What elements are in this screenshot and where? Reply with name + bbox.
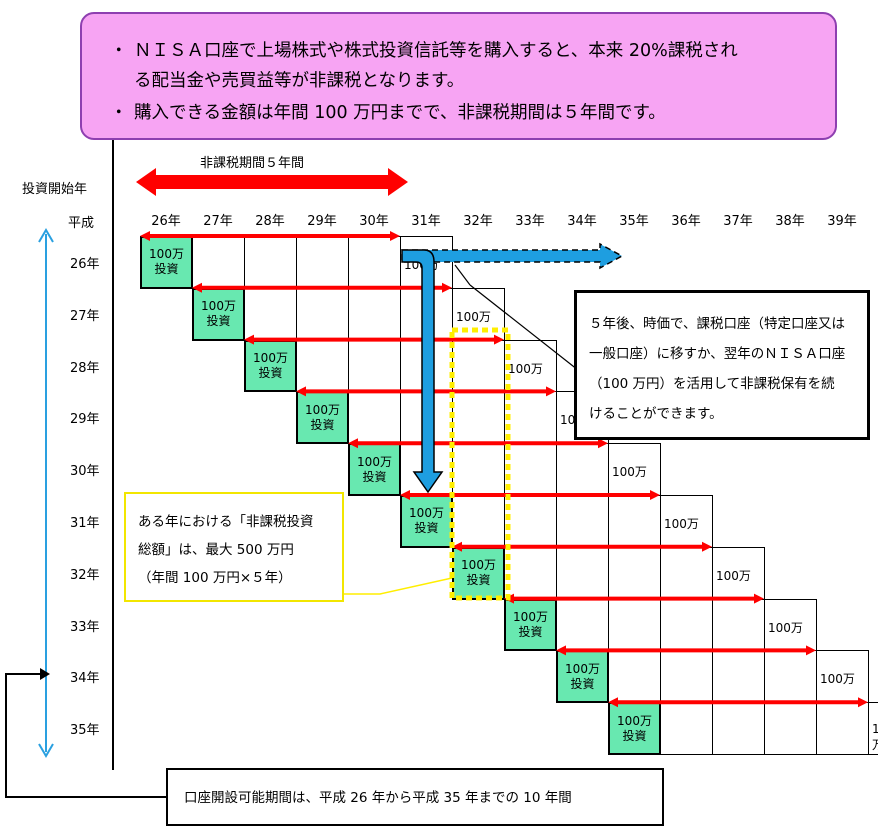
- arrow-head-right: [494, 334, 504, 345]
- arrow-head-right: [598, 438, 608, 449]
- column-label: 30年: [359, 214, 389, 229]
- holding-cell: [504, 546, 557, 600]
- end-value-label: 100万: [456, 309, 491, 324]
- period-label: 非課税期間５年間: [200, 156, 305, 171]
- holding-cell: [868, 702, 878, 755]
- period-double-arrow: [136, 168, 408, 196]
- holding-cell: [608, 443, 661, 496]
- investment-cell: 100万投資: [296, 391, 349, 445]
- arrow-head-left: [608, 697, 618, 708]
- summary-bullet-1: ・ ＮＩＳＡ口座で上場株式や株式投資信託等を購入すると、本来 20%課税され る…: [110, 41, 738, 91]
- column-label: 37年: [723, 214, 753, 229]
- arrow-head-left: [244, 334, 254, 345]
- arrow-head-left: [140, 231, 150, 241]
- holding-cell: [504, 495, 557, 548]
- summary-bullet-2: ・ 購入できる金額は年間 100 万円までで、非課税期間は５年間です。: [110, 103, 666, 123]
- arrow-head-left: [348, 438, 358, 449]
- row-label: 29年: [70, 412, 100, 428]
- arrow-head-left: [400, 490, 410, 500]
- holding-cell: [348, 391, 401, 445]
- era-label: 平成: [68, 216, 95, 231]
- holding-cell: [816, 702, 869, 755]
- callout-connector-start: [454, 264, 471, 286]
- column-label: 32年: [463, 214, 493, 229]
- highlight-connector: [344, 577, 453, 595]
- arrow-head-left: [192, 282, 202, 293]
- y-axis-line: [112, 140, 114, 770]
- investment-cell: 100万投資: [348, 443, 401, 496]
- column-label: 31年: [411, 214, 441, 229]
- arrow-head-right: [858, 697, 868, 708]
- column-label: 33年: [515, 214, 545, 229]
- row-label: 30年: [70, 464, 100, 480]
- row-label: 31年: [70, 516, 100, 531]
- column-label: 28年: [255, 214, 285, 229]
- end-value-label: 100万: [612, 465, 647, 480]
- column-label: 39年: [827, 214, 857, 229]
- row-label: 28年: [70, 360, 100, 376]
- rollover-arrow: [401, 249, 444, 494]
- holding-cell: [244, 236, 297, 289]
- investment-cell: 100万投資: [244, 339, 297, 393]
- holding-cell: [608, 495, 661, 548]
- callout-connector: [469, 284, 579, 371]
- arrow-head-right: [806, 645, 816, 656]
- arrow-head-right: [442, 282, 452, 293]
- row-label: 34年: [70, 671, 100, 687]
- row-label: 35年: [70, 723, 100, 739]
- column-label: 35年: [619, 214, 649, 229]
- period-connector-head: [40, 668, 50, 680]
- arrow-head-right: [702, 541, 712, 552]
- end-value-label: 100万: [872, 722, 878, 752]
- summary-box: ・ ＮＩＳＡ口座で上場株式や株式投資信託等を購入すると、本来 20%課税され る…: [80, 12, 837, 140]
- end-value-label: 100万: [768, 620, 803, 635]
- column-label: 36年: [671, 214, 701, 229]
- row-label: 33年: [70, 619, 100, 635]
- total-limit-callout: ある年における「非課税投資 総額」は、最大 500 万円 （年間 100 万円×…: [124, 492, 344, 602]
- holding-cell: [816, 650, 869, 704]
- highlight-column: [449, 327, 511, 601]
- end-value-label: 100万: [664, 517, 699, 531]
- arrow-head-right: [754, 593, 764, 604]
- arrow-head-left: [452, 541, 462, 552]
- row-label: 27年: [70, 308, 100, 324]
- rollover-callout: ５年後、時価で、課税口座（特定口座又は 一般口座）に移すか、翌年のＮＩＳＡ口座 …: [574, 290, 870, 440]
- transfer-taxable-arrow: [401, 242, 624, 270]
- arrow-head-left: [296, 386, 306, 397]
- account-period-arrow: [38, 228, 54, 758]
- holding-cell: [712, 546, 765, 600]
- column-label: 27年: [203, 214, 233, 229]
- investment-cell: 100万投資: [192, 287, 245, 341]
- arrow-head-right: [546, 386, 556, 397]
- column-label: 34年: [567, 214, 597, 229]
- arrow-head-left: [556, 645, 566, 656]
- end-value-label: 100万: [716, 568, 751, 583]
- row-label: 32年: [70, 567, 100, 583]
- arrow-head-right: [650, 490, 660, 500]
- end-value-label: 100万: [820, 672, 855, 687]
- holding-cell: [712, 598, 765, 652]
- column-label: 38年: [775, 214, 805, 229]
- column-label: 29年: [307, 214, 337, 229]
- account-period-callout: 口座開設可能期間は、平成 26 年から平成 35 年までの 10 年間: [166, 768, 664, 826]
- row-label: 26年: [70, 257, 100, 272]
- start-year-label: 投資開始年: [22, 182, 88, 197]
- column-label: 26年: [151, 214, 181, 229]
- investment-cell: 100万投資: [608, 702, 661, 755]
- arrow-head-right: [390, 231, 400, 241]
- period-connector: [5, 673, 166, 798]
- holding-cell: [556, 443, 609, 496]
- investment-cell: 100万投資: [556, 650, 609, 704]
- holding-cell: [608, 598, 661, 652]
- end-value-label: 100万: [508, 361, 543, 376]
